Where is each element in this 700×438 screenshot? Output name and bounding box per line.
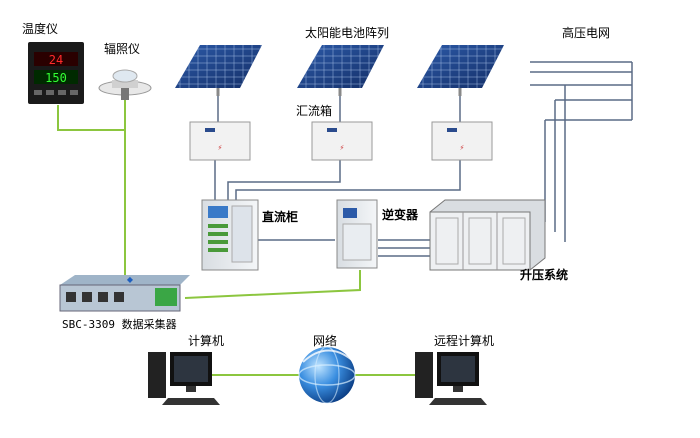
combiner-box-label: 汇流箱 — [296, 104, 333, 118]
boost-system-device — [429, 199, 546, 271]
computer-device — [148, 352, 220, 405]
remote-computer-device — [415, 352, 487, 405]
svg-text:⚡: ⚡ — [340, 144, 345, 152]
temperature-meter-device: 24 150 — [28, 42, 84, 104]
inverter-device — [336, 199, 378, 269]
dc-cabinet-label: 直流柜 — [262, 210, 299, 224]
high-voltage-grid-label: 高压电网 — [562, 26, 611, 40]
radiation-meter-label: 辐照仪 — [104, 42, 141, 56]
radiation-meter-device — [98, 69, 152, 100]
network-label: 网络 — [313, 334, 338, 348]
data-collector-device: ◆ — [59, 275, 190, 312]
solar-panel-3 — [417, 45, 504, 96]
temp-display-2: 150 — [45, 71, 67, 85]
remote-computer-label: 远程计算机 — [434, 334, 495, 348]
combiner-box-3: ⚡ — [431, 121, 493, 161]
svg-text:◆: ◆ — [127, 275, 134, 284]
dc-cabinet-device — [201, 199, 259, 271]
temperature-meter-label: 温度仪 — [22, 22, 59, 36]
svg-text:⚡: ⚡ — [460, 144, 465, 152]
solar-panel-2 — [297, 45, 384, 96]
solar-array-label: 太阳能电池阵列 — [305, 26, 390, 40]
data-collector-label: SBC-3309 数据采集器 — [62, 318, 177, 331]
boost-system-label: 升压系统 — [520, 268, 569, 282]
solar-panel-1 — [175, 45, 262, 96]
inverter-label: 逆变器 — [382, 208, 419, 222]
combiner-box-2: ⚡ — [311, 121, 373, 161]
power-lines — [214, 61, 633, 257]
temp-display-1: 24 — [49, 53, 63, 67]
computer-label: 计算机 — [188, 334, 225, 348]
data-lines — [57, 100, 425, 376]
svg-text:⚡: ⚡ — [218, 144, 223, 152]
network-globe-icon — [298, 346, 356, 404]
combiner-box-1: ⚡ — [189, 121, 251, 161]
